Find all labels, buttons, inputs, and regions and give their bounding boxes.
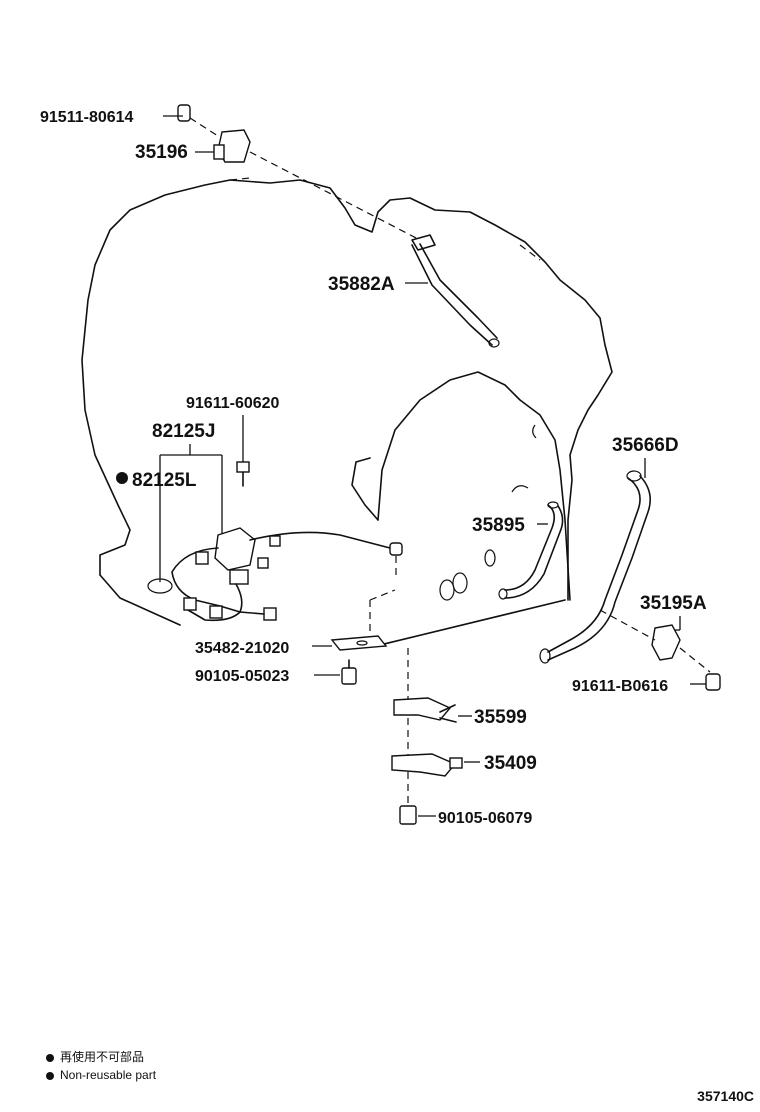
part-label: 35196 <box>135 142 188 163</box>
clamp-35195A: 35195A <box>599 593 711 673</box>
plate-35482-21020: 35482-21020 <box>195 589 396 657</box>
part-label: 35409 <box>484 753 537 774</box>
part-label: 82125J <box>152 421 215 442</box>
non-reusable-mark-icon <box>116 472 128 484</box>
legend-japanese: 再使用不可部品 <box>46 1048 144 1065</box>
wire-harness-82125J: 82125J <box>152 421 403 622</box>
non-reusable-bullet-icon <box>46 1053 54 1062</box>
part-label: 35599 <box>474 707 527 728</box>
part-label: 35895 <box>472 515 525 536</box>
legend-text-ja: 再使用不可部品 <box>60 1050 145 1064</box>
bolt-91511-80614: 91511-80614 <box>40 104 233 146</box>
part-label: 82125L <box>132 470 197 491</box>
part-label: 90105-05023 <box>195 668 289 685</box>
non-reusable-bullet-icon <box>46 1071 54 1080</box>
hose-35666D: 35666D <box>539 435 679 664</box>
part-label: 35482-21020 <box>195 640 289 657</box>
legend-english: Non-reusable part <box>46 1068 156 1082</box>
part-label: 90105-06079 <box>438 810 532 827</box>
part-label: 35882A <box>328 274 395 295</box>
bolt-91611-B0616: 91611-B0616 <box>572 673 721 695</box>
part-label: 91611-60620 <box>186 395 280 412</box>
bracket-35409: 35409 <box>391 718 537 777</box>
part-label: 91611-B0616 <box>572 678 668 695</box>
transmission-housing <box>81 177 613 646</box>
part-label: 35195A <box>640 593 707 614</box>
part-label: 91511-80614 <box>40 109 134 126</box>
bolt-90105-05023: 90105-05023 <box>195 659 357 685</box>
bracket-35599: 35599 <box>393 648 527 728</box>
clamp-35196: 35196 <box>135 129 421 241</box>
bolt-90105-06079: 90105-06079 <box>399 772 532 827</box>
breather-hose-35882A: 35882A <box>328 234 500 348</box>
diagram-reference-code: 357140C <box>697 1088 754 1104</box>
legend-text-en: Non-reusable part <box>60 1068 157 1082</box>
part-label: 35666D <box>612 435 679 456</box>
hose-35895: 35895 <box>472 501 564 600</box>
bolt-91611-60620: 91611-60620 <box>186 395 280 487</box>
grommet-82125L: 82125L <box>116 470 197 594</box>
